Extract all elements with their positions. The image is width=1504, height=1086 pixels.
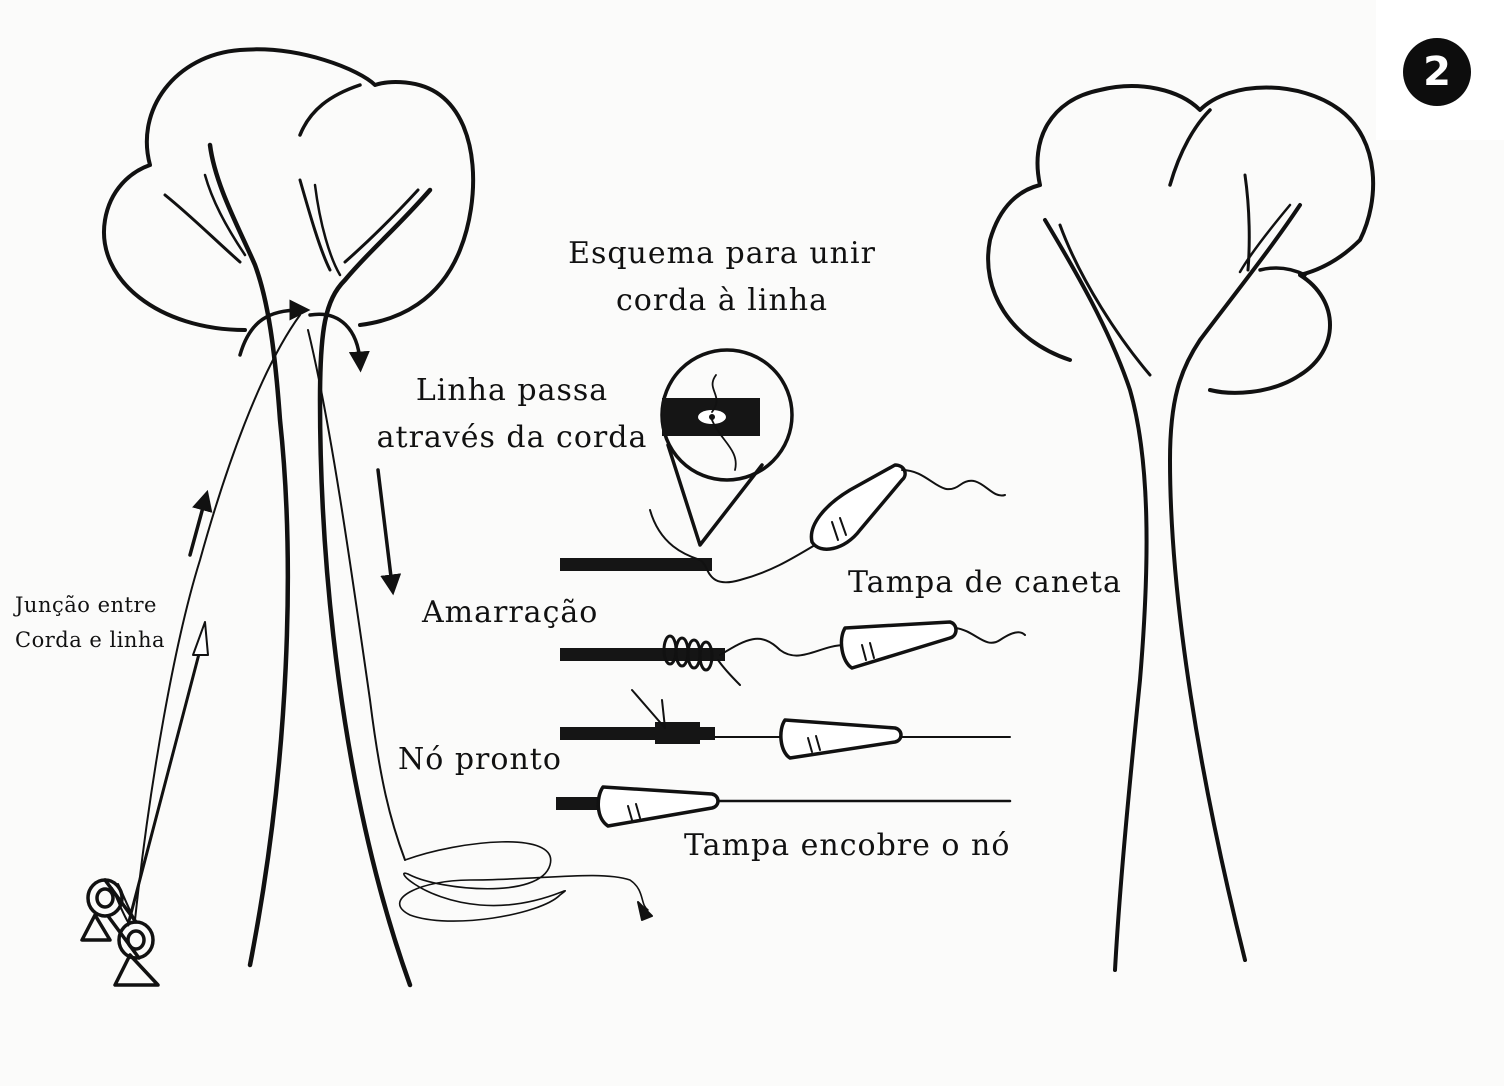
line-up-to-branch	[135, 315, 300, 920]
branch-arrows	[190, 310, 392, 585]
right-tree-canopy	[988, 86, 1373, 393]
right-tree-canopy-inner-1	[1170, 110, 1210, 185]
reel-stand-right	[115, 955, 158, 985]
right-tree-trunk-right	[1170, 205, 1300, 960]
line-passes-line2: através da corda	[377, 420, 648, 455]
left-tree-trunk-left	[210, 145, 288, 965]
left-tree-branch-3	[345, 190, 418, 262]
pen-cap-label: Tampa de caneta	[848, 565, 1122, 600]
arrow-down	[378, 470, 392, 585]
page-number-badge: 2	[1403, 38, 1471, 106]
left-tree-canopy-inner	[300, 85, 360, 135]
line-end	[638, 902, 652, 920]
scheme-title-line1: Esquema para unir	[568, 236, 876, 271]
cap-covers-knot-label: Tampa encobre o nó	[684, 828, 1010, 863]
right-tree-branch-1	[1060, 225, 1150, 375]
rope-line	[128, 650, 200, 925]
line-passes-line1: Linha passa	[416, 373, 608, 408]
right-tree-canopy-inner-2	[1260, 268, 1305, 275]
pen-cap-2	[841, 622, 956, 668]
junction-label-line2: Corda e linha	[15, 628, 165, 652]
left-tree-branch-5	[205, 175, 245, 255]
pen-cap-1	[811, 465, 905, 549]
reel	[82, 880, 158, 985]
knot-ready-label: Nó pronto	[398, 742, 562, 777]
reel-stand-left	[82, 915, 110, 940]
junction-label-line1: Junção entre	[15, 593, 157, 617]
rope-and-reel	[82, 622, 208, 985]
line-coil	[400, 842, 648, 921]
left-tree	[104, 49, 473, 985]
pen-cap-4	[598, 787, 718, 826]
right-tree	[988, 86, 1373, 970]
step-4	[556, 787, 1010, 826]
step-2	[560, 622, 1025, 685]
step-3	[560, 690, 1010, 758]
arrow-over-2	[310, 314, 360, 362]
pen-cap-3	[781, 720, 901, 758]
right-tree-branch-2	[1245, 175, 1249, 270]
junction-cap	[193, 622, 208, 655]
magnifier-detail	[662, 350, 792, 545]
scheme-title-line2: corda à linha	[616, 283, 828, 318]
tying-label: Amarração	[422, 595, 598, 630]
